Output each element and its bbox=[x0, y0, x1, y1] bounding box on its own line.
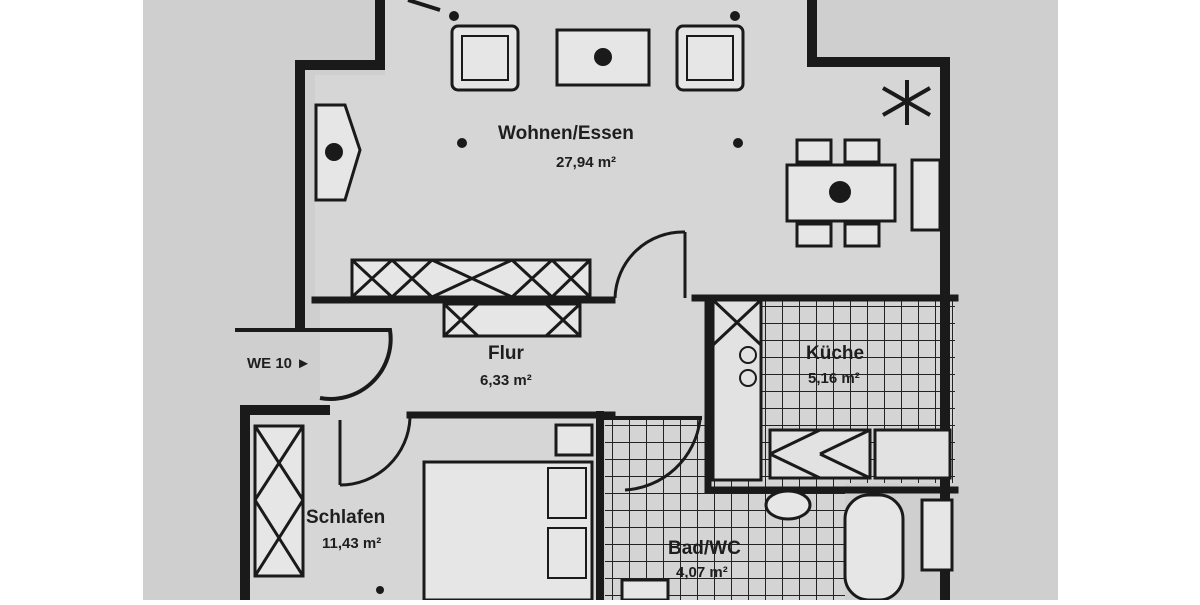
wardrobe-bedroom bbox=[253, 424, 305, 578]
living-room-name: Wohnen/Essen bbox=[498, 123, 634, 144]
sideboard bbox=[910, 158, 942, 232]
hall-area: 6,33 m² bbox=[480, 372, 532, 389]
dining-table bbox=[785, 163, 897, 223]
door-balcony bbox=[407, 0, 441, 12]
bed-bath-fittings bbox=[376, 423, 954, 602]
hall-name: Flur bbox=[488, 343, 524, 364]
wardrobe-hall bbox=[442, 302, 582, 338]
door-living bbox=[613, 230, 687, 299]
bath-area: 4,07 m² bbox=[676, 564, 728, 581]
bedroom-area: 11,43 m² bbox=[322, 535, 382, 552]
washbasin bbox=[764, 489, 812, 521]
plant-icon bbox=[882, 80, 931, 125]
kitchen-area: 5,16 m² bbox=[808, 370, 860, 387]
double-bed bbox=[422, 460, 594, 602]
door-bedroom bbox=[338, 417, 412, 487]
fridge bbox=[873, 428, 952, 480]
hall-floor bbox=[320, 298, 705, 415]
right-margin bbox=[1058, 0, 1200, 600]
wall-east bbox=[807, 0, 950, 605]
plant-icon bbox=[829, 181, 851, 203]
door-entrance bbox=[235, 328, 393, 401]
wall-kitchen-west bbox=[704, 294, 959, 494]
wardrobes bbox=[253, 258, 592, 578]
armchair-left bbox=[450, 24, 520, 92]
living-furniture bbox=[314, 11, 942, 248]
wall-bedroom-north bbox=[240, 405, 330, 605]
door-bath bbox=[624, 419, 702, 492]
bath-cabinet bbox=[920, 498, 954, 572]
left-margin bbox=[0, 0, 143, 600]
dining-chair bbox=[843, 222, 881, 248]
bathtub bbox=[843, 493, 905, 602]
entrance-label: WE 10 ► bbox=[247, 355, 312, 372]
plant-icon bbox=[594, 48, 612, 66]
coffee-table bbox=[555, 28, 651, 87]
walls bbox=[240, 0, 959, 605]
dining-chair bbox=[795, 138, 833, 164]
kitchen-name: Küche bbox=[806, 343, 865, 364]
bath-name: Bad/WC bbox=[668, 538, 741, 559]
dining-chair bbox=[795, 222, 833, 248]
dining-chair bbox=[843, 138, 881, 164]
armchair-right bbox=[675, 24, 745, 92]
plant-icon bbox=[325, 143, 343, 161]
wall-living-west bbox=[295, 0, 385, 330]
toilet bbox=[620, 578, 670, 602]
bedroom-name: Schlafen bbox=[306, 507, 386, 528]
doors bbox=[235, 0, 702, 492]
stove-icon bbox=[739, 369, 757, 387]
kitchen-fittings bbox=[711, 298, 952, 482]
kitchen-counter bbox=[711, 298, 763, 482]
stove-icon bbox=[739, 346, 757, 364]
nightstand bbox=[554, 423, 594, 457]
living-room-area: 27,94 m² bbox=[556, 154, 617, 171]
